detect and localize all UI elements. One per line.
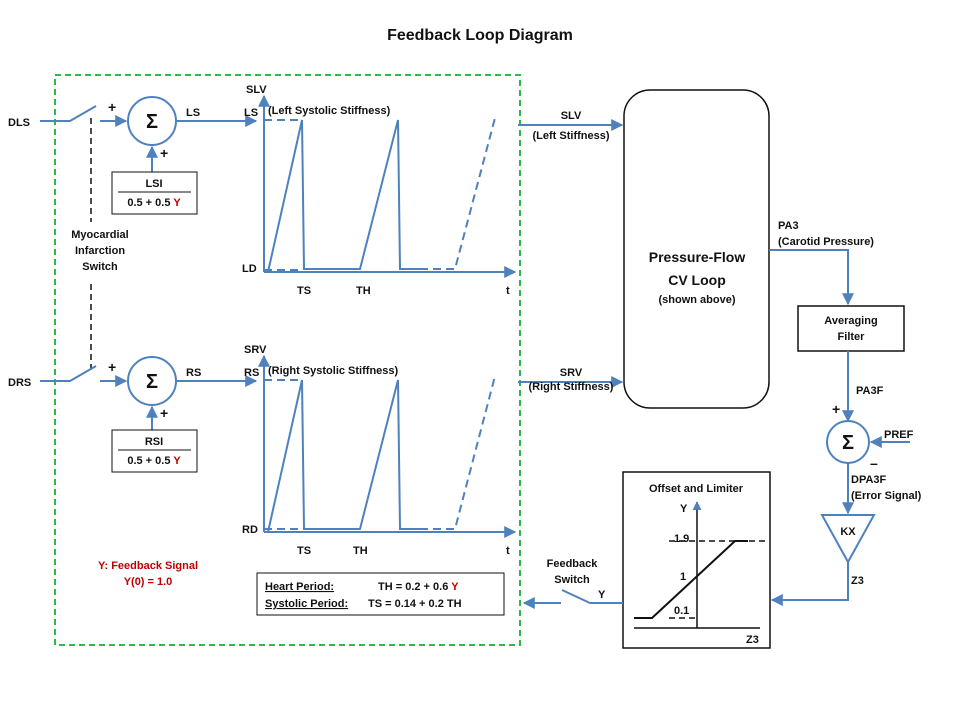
srv-link-name: SRV xyxy=(560,367,583,379)
dls-plus-sign: + xyxy=(108,99,116,115)
feedback-switch-blade[interactable] xyxy=(561,589,591,604)
srv-waveform-continuation xyxy=(420,375,496,530)
filter-label-1: Averaging xyxy=(824,315,877,327)
limiter-level-max: 1.9 xyxy=(674,533,689,545)
right-rsi-plus-sign: + xyxy=(160,405,168,421)
lsi-denominator: 0.5 + 0.5 Y xyxy=(127,197,181,209)
slv-ts-tick: TS xyxy=(297,285,311,297)
pref-label: PREF xyxy=(884,429,914,441)
filter-label-2: Filter xyxy=(838,331,866,343)
rsi-denominator: 0.5 + 0.5 Y xyxy=(127,455,181,467)
slv-t-axis-label: t xyxy=(506,285,510,297)
error-sigma-symbol: Σ xyxy=(842,432,854,454)
kx-label: KX xyxy=(840,526,856,538)
srv-axis-label: SRV xyxy=(244,344,267,356)
drs-input-label: DRS xyxy=(8,377,31,389)
infarction-label-3: Switch xyxy=(82,261,118,273)
systolic-period-equation: TS = 0.14 + 0.2 TH xyxy=(368,598,462,610)
slv-waveform-continuation xyxy=(420,117,496,270)
srv-t-axis-label: t xyxy=(506,545,510,557)
feedback-signal-note: Y: Feedback Signal xyxy=(98,560,198,572)
pa3-desc: (Carotid Pressure) xyxy=(778,236,874,248)
slv-top-level-label: LS xyxy=(244,107,258,119)
ls-signal-label: LS xyxy=(186,107,200,119)
y-output-label: Y xyxy=(598,589,606,601)
srv-link-desc: (Right Stiffness) xyxy=(529,381,614,393)
slv-top-caption: (Left Systolic Stiffness) xyxy=(268,105,391,117)
dls-switch[interactable] xyxy=(40,105,97,122)
pa3-wire xyxy=(769,249,854,306)
srv-bottom-level-label: RD xyxy=(242,524,258,536)
slv-waveform xyxy=(267,119,420,273)
heart-subsystem-boundary xyxy=(54,74,521,646)
rsi-gain-box xyxy=(111,429,198,473)
srv-top-level-label: RS xyxy=(244,367,259,379)
srv-top-caption: (Right Systolic Stiffness) xyxy=(268,365,399,377)
lsi-gain-box xyxy=(111,171,198,215)
infarction-label-1: Myocardial xyxy=(71,229,128,241)
z3-signal-label: Z3 xyxy=(851,575,864,587)
limiter-level-min: 0.1 xyxy=(674,605,689,617)
drs-plus-sign: + xyxy=(108,359,116,375)
pa3-name: PA3 xyxy=(778,220,799,232)
period-equations-box xyxy=(256,572,505,616)
limiter-level-mid: 1 xyxy=(680,571,686,583)
limiter-title: Offset and Limiter xyxy=(649,483,744,495)
lsi-numerator: LSI xyxy=(145,178,162,190)
heart-period-label: Heart Period: xyxy=(265,581,334,593)
feedback-switch-label-2: Switch xyxy=(554,574,590,586)
srv-waveform xyxy=(267,379,420,533)
rsi-numerator: RSI xyxy=(145,436,163,448)
right-sigma-symbol: Σ xyxy=(146,371,158,393)
systolic-period-label: Systolic Period: xyxy=(265,598,348,610)
dpa3f-name: DPA3F xyxy=(851,474,887,486)
averaging-filter-block xyxy=(797,305,905,352)
pa3f-label: PA3F xyxy=(856,385,884,397)
srv-ts-tick: TS xyxy=(297,545,311,557)
cv-loop-title-2: CV Loop xyxy=(668,272,726,288)
left-sigma-symbol: Σ xyxy=(146,111,158,133)
srv-th-tick: TH xyxy=(353,545,368,557)
cv-loop-title-1: Pressure-Flow xyxy=(649,249,746,265)
slv-th-tick: TH xyxy=(356,285,371,297)
dpa3f-desc: (Error Signal) xyxy=(851,490,922,502)
cv-loop-subtitle: (shown above) xyxy=(658,294,735,306)
feedback-switch-label-1: Feedback xyxy=(547,558,599,570)
left-lsi-plus-sign: + xyxy=(160,145,168,161)
rs-signal-label: RS xyxy=(186,367,201,379)
pref-minus-sign: – xyxy=(870,455,878,471)
limiter-x-label: Z3 xyxy=(746,634,759,646)
heart-period-equation: TH = 0.2 + 0.6 Y xyxy=(378,581,459,593)
diagram-title: Feedback Loop Diagram xyxy=(387,27,573,44)
drs-switch[interactable] xyxy=(40,365,97,382)
limiter-y-label: Y xyxy=(680,503,688,515)
slv-link-name: SLV xyxy=(561,110,582,122)
slv-bottom-level-label: LD xyxy=(242,263,257,275)
dls-input-label: DLS xyxy=(8,117,30,129)
infarction-label-2: Infarction xyxy=(75,245,125,257)
slv-link-desc: (Left Stiffness) xyxy=(533,130,610,142)
slv-axis-label: SLV xyxy=(246,84,267,96)
limiter-transfer-curve xyxy=(634,540,748,619)
z3-wire xyxy=(770,562,849,606)
kx-gain-block xyxy=(820,514,876,565)
feedback-initial-value: Y(0) = 1.0 xyxy=(124,576,173,588)
pa3f-plus-sign: + xyxy=(832,401,840,417)
